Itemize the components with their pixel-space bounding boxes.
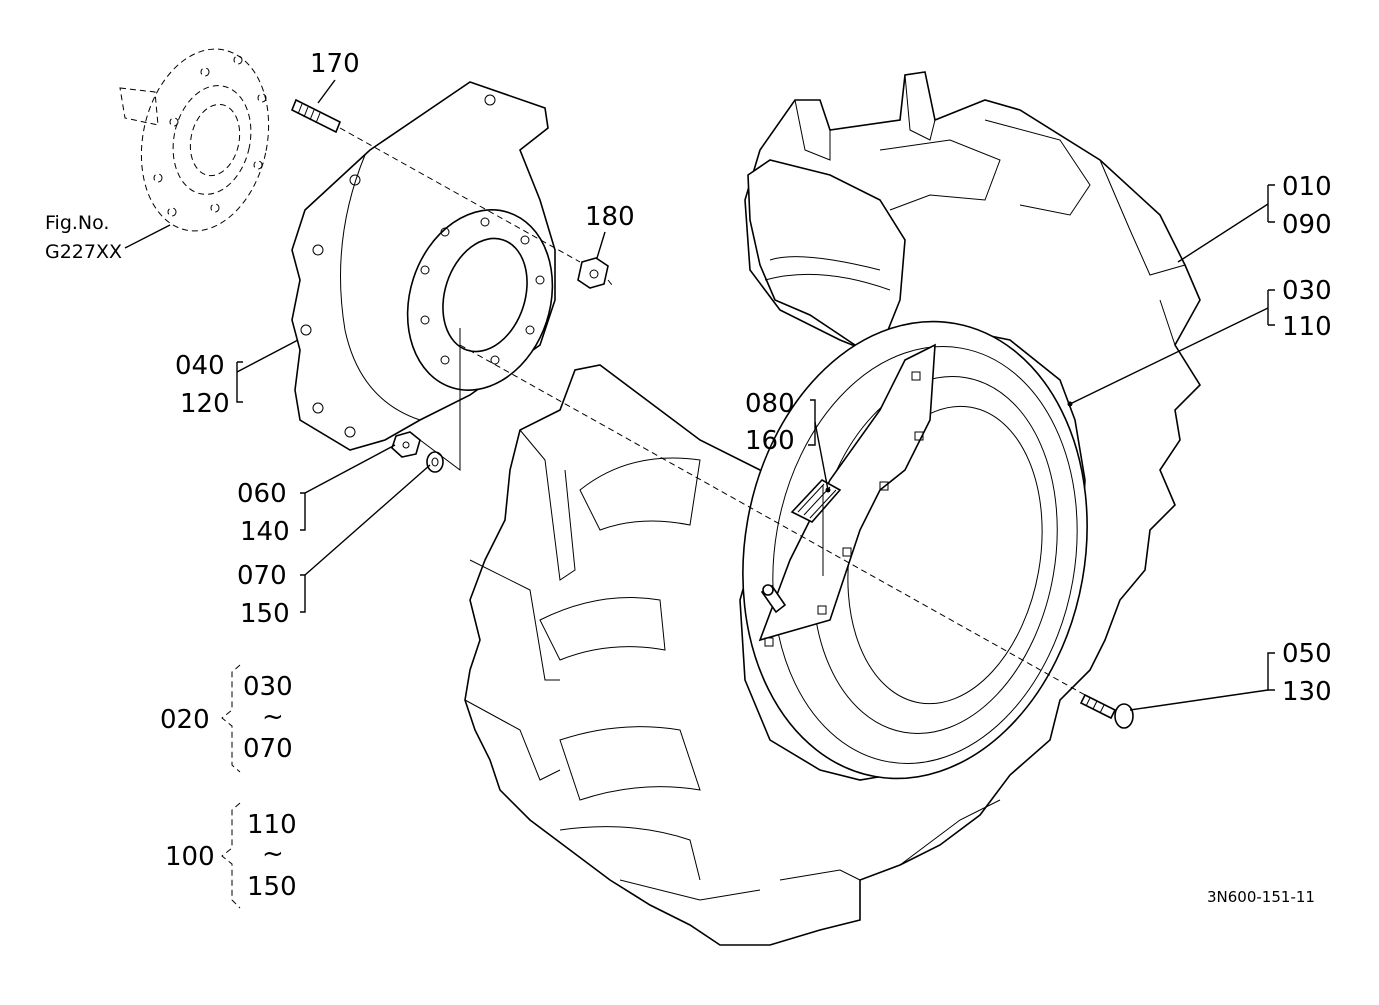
- tire-lug-bottom-3: [779, 869, 861, 881]
- callout-050: 050: [1282, 639, 1332, 669]
- wheel-disc-rim-hole: [312, 244, 324, 256]
- axle-flange-hole: [233, 55, 243, 65]
- tire-lug-top-4: [984, 119, 1091, 216]
- wheel-disc: [291, 81, 556, 451]
- rim-bolt-hole: [764, 637, 774, 647]
- tire-lug-left-5: [464, 699, 561, 781]
- rim-center-band: [758, 343, 936, 642]
- callout-110: 110: [1282, 312, 1332, 342]
- nut-180: [577, 257, 609, 289]
- assembly-020-tilde: ~: [262, 702, 284, 732]
- fig-ref-line2: G227XX: [45, 241, 122, 263]
- tire-cutaway-inner-curve-2: [764, 273, 891, 291]
- callout-090: 090: [1282, 210, 1332, 240]
- callout-160: 160: [745, 426, 795, 456]
- axle-flange-hub: [172, 85, 252, 195]
- stud-bolt-170: [290, 98, 342, 134]
- callout-140: 140: [240, 517, 290, 547]
- tire-lug-bottom-4: [899, 799, 1001, 866]
- assembly-020-id: 020: [160, 705, 210, 735]
- tire-lug-left-4: [539, 597, 666, 661]
- brace-020: [221, 664, 241, 773]
- tire-lug-left-3: [469, 559, 560, 681]
- axle-flange-hole: [200, 67, 210, 77]
- brace-100: [221, 802, 241, 909]
- axle-flange-hole: [167, 207, 177, 217]
- axle-flange: [119, 48, 270, 232]
- wheel-disc-bolt-hole: [525, 325, 535, 335]
- wheel-disc-rim-hole: [349, 174, 361, 186]
- callout-070: 070: [237, 561, 287, 591]
- callout-120: 120: [180, 389, 230, 419]
- valve-stem: [760, 584, 787, 614]
- fig-ref-line1: Fig.No.: [45, 212, 109, 234]
- wheel-disc-dish-edge: [340, 154, 421, 421]
- tire-cutaway-inner-curve: [769, 256, 881, 271]
- wheel-disc-bolt-hole: [440, 227, 450, 237]
- callout-130: 130: [1282, 677, 1332, 707]
- axle-flange-hole: [169, 117, 179, 127]
- assembly-100-id: 100: [165, 842, 215, 872]
- wheel-disc-bolt-hole: [420, 315, 430, 325]
- rim-bolt-hole: [817, 605, 827, 615]
- leader-lines: [124, 79, 1275, 711]
- wheel-disc-rim-hole: [312, 402, 324, 414]
- axle-shaft: [119, 87, 159, 126]
- assembly-100-from: 110: [247, 810, 297, 840]
- tire-lug-bottom-1: [559, 826, 701, 881]
- tire: [464, 71, 1202, 946]
- callout-060: 060: [237, 479, 287, 509]
- wheel-disc-rim-hole: [484, 94, 496, 106]
- tire-lug-left-1: [519, 429, 576, 581]
- washer-070: [426, 451, 444, 473]
- axle-flange-hole: [153, 173, 163, 183]
- tire-lug-right-1: [1099, 159, 1186, 276]
- callout-010: 010: [1282, 172, 1332, 202]
- wheel-disc-bolt-hole: [490, 355, 500, 365]
- axle-flange-hole: [253, 160, 263, 170]
- rim: [742, 320, 1088, 780]
- rim-inner-flange: [772, 346, 1078, 764]
- tire-lug-top-3: [879, 139, 1001, 211]
- wheel-disc-bolt-hole: [440, 355, 450, 365]
- wheel-disc-bolt-hole: [535, 275, 545, 285]
- tire-lug-left-6: [559, 726, 701, 801]
- drawing-code: 3N600-151-11: [1207, 888, 1315, 906]
- wheel-disc-center-bore: [442, 237, 528, 353]
- callout-150: 150: [240, 599, 290, 629]
- callout-030: 030: [1282, 276, 1332, 306]
- assembly-020-to: 070: [243, 734, 293, 764]
- wheel-disc-rim-hole: [300, 324, 312, 336]
- rim-bolt-hole: [914, 431, 924, 441]
- callout-080: 080: [745, 389, 795, 419]
- tire-lug-top-1: [794, 99, 831, 161]
- callout-180: 180: [585, 202, 635, 232]
- wheel-disc-bolt-hole: [420, 265, 430, 275]
- tire-lug-bottom-2: [619, 879, 761, 901]
- bolt-050: [1079, 693, 1134, 729]
- axle-flange-hole: [210, 203, 220, 213]
- axle-flange-bore: [189, 103, 241, 177]
- axle-flange-hole: [257, 93, 267, 103]
- rim-bolt-hole: [879, 481, 889, 491]
- nut-060: [391, 431, 421, 458]
- rim-bolt-hole: [842, 547, 852, 557]
- assembly-braces: [221, 664, 241, 909]
- tire-lug-left-2: [579, 457, 701, 531]
- wheel-disc-bolt-hole: [520, 235, 530, 245]
- wheel-disc-rim-hole: [344, 426, 356, 438]
- wheel-disc-bolt-hole: [480, 217, 490, 227]
- center-lines: [339, 127, 1086, 696]
- callout-040: 040: [175, 351, 225, 381]
- axle-flange-outline: [140, 48, 270, 232]
- rim-bolt-hole: [911, 371, 921, 381]
- callout-170: 170: [310, 49, 360, 79]
- tire-lug-top-2: [904, 74, 936, 141]
- assembly-100-to: 150: [247, 872, 297, 902]
- assembly-100-tilde: ~: [262, 839, 284, 869]
- assembly-020-from: 030: [243, 672, 293, 702]
- tire-lug-right-2: [1159, 299, 1176, 346]
